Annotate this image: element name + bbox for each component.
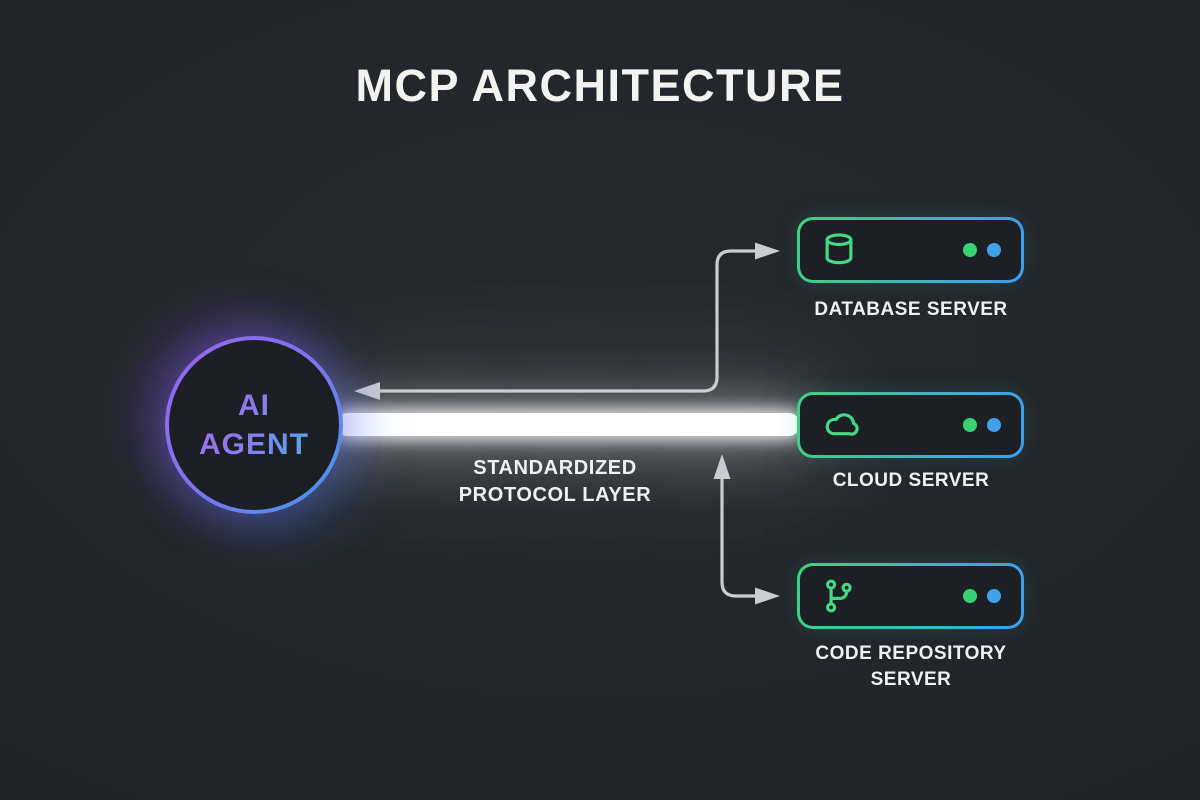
cloud-server-label: CLOUD SERVER xyxy=(832,470,990,491)
ai-agent-label-line2: AGENT xyxy=(199,428,309,461)
ai-agent-label-line1: AI xyxy=(238,389,270,422)
cloud-server-box xyxy=(797,392,1024,458)
diagram-title: MCP ARCHITECTURE xyxy=(355,60,845,111)
code-repository-server-box xyxy=(797,563,1024,629)
status-dots xyxy=(963,589,1001,603)
status-dot-green-icon xyxy=(963,589,977,603)
status-dot-green-icon xyxy=(963,243,977,257)
code-repository-server-box-fill xyxy=(800,566,1021,626)
arrow-cloud-to-repository xyxy=(713,454,780,605)
database-server-box-fill xyxy=(800,220,1021,280)
status-dot-blue-icon xyxy=(987,243,1001,257)
status-dot-blue-icon xyxy=(987,589,1001,603)
protocol-layer-label: STANDARDIZED PROTOCOL LAYER xyxy=(405,455,705,509)
cloud-server-box-fill xyxy=(800,395,1021,455)
code-repository-server-label: CODE REPOSITORY SERVER xyxy=(815,643,1007,690)
status-dots xyxy=(963,243,1001,257)
protocol-label-line2: PROTOCOL LAYER xyxy=(458,484,652,506)
status-dots xyxy=(963,418,1001,432)
ai-agent-node: AI AGENT xyxy=(165,336,343,514)
database-icon xyxy=(825,233,853,265)
cloud-icon xyxy=(825,413,859,436)
status-dot-blue-icon xyxy=(987,418,1001,432)
status-dot-green-icon xyxy=(963,418,977,432)
arrowhead-left-icon xyxy=(354,382,380,400)
database-server-box xyxy=(797,217,1024,283)
ai-agent-label: AI AGENT xyxy=(199,386,309,464)
arrow-database-to-agent xyxy=(354,242,780,400)
git-branch-icon xyxy=(826,579,852,613)
arrowhead-right-database-icon xyxy=(755,242,780,260)
arrowhead-right-repo-icon xyxy=(755,587,780,605)
arrowhead-up-icon xyxy=(713,454,731,479)
protocol-label-line1: STANDARDIZED xyxy=(473,457,637,479)
ai-agent-node-fill: AI AGENT xyxy=(169,340,339,510)
protocol-layer-bar xyxy=(336,413,800,436)
database-server-label: DATABASE SERVER xyxy=(814,299,1008,320)
